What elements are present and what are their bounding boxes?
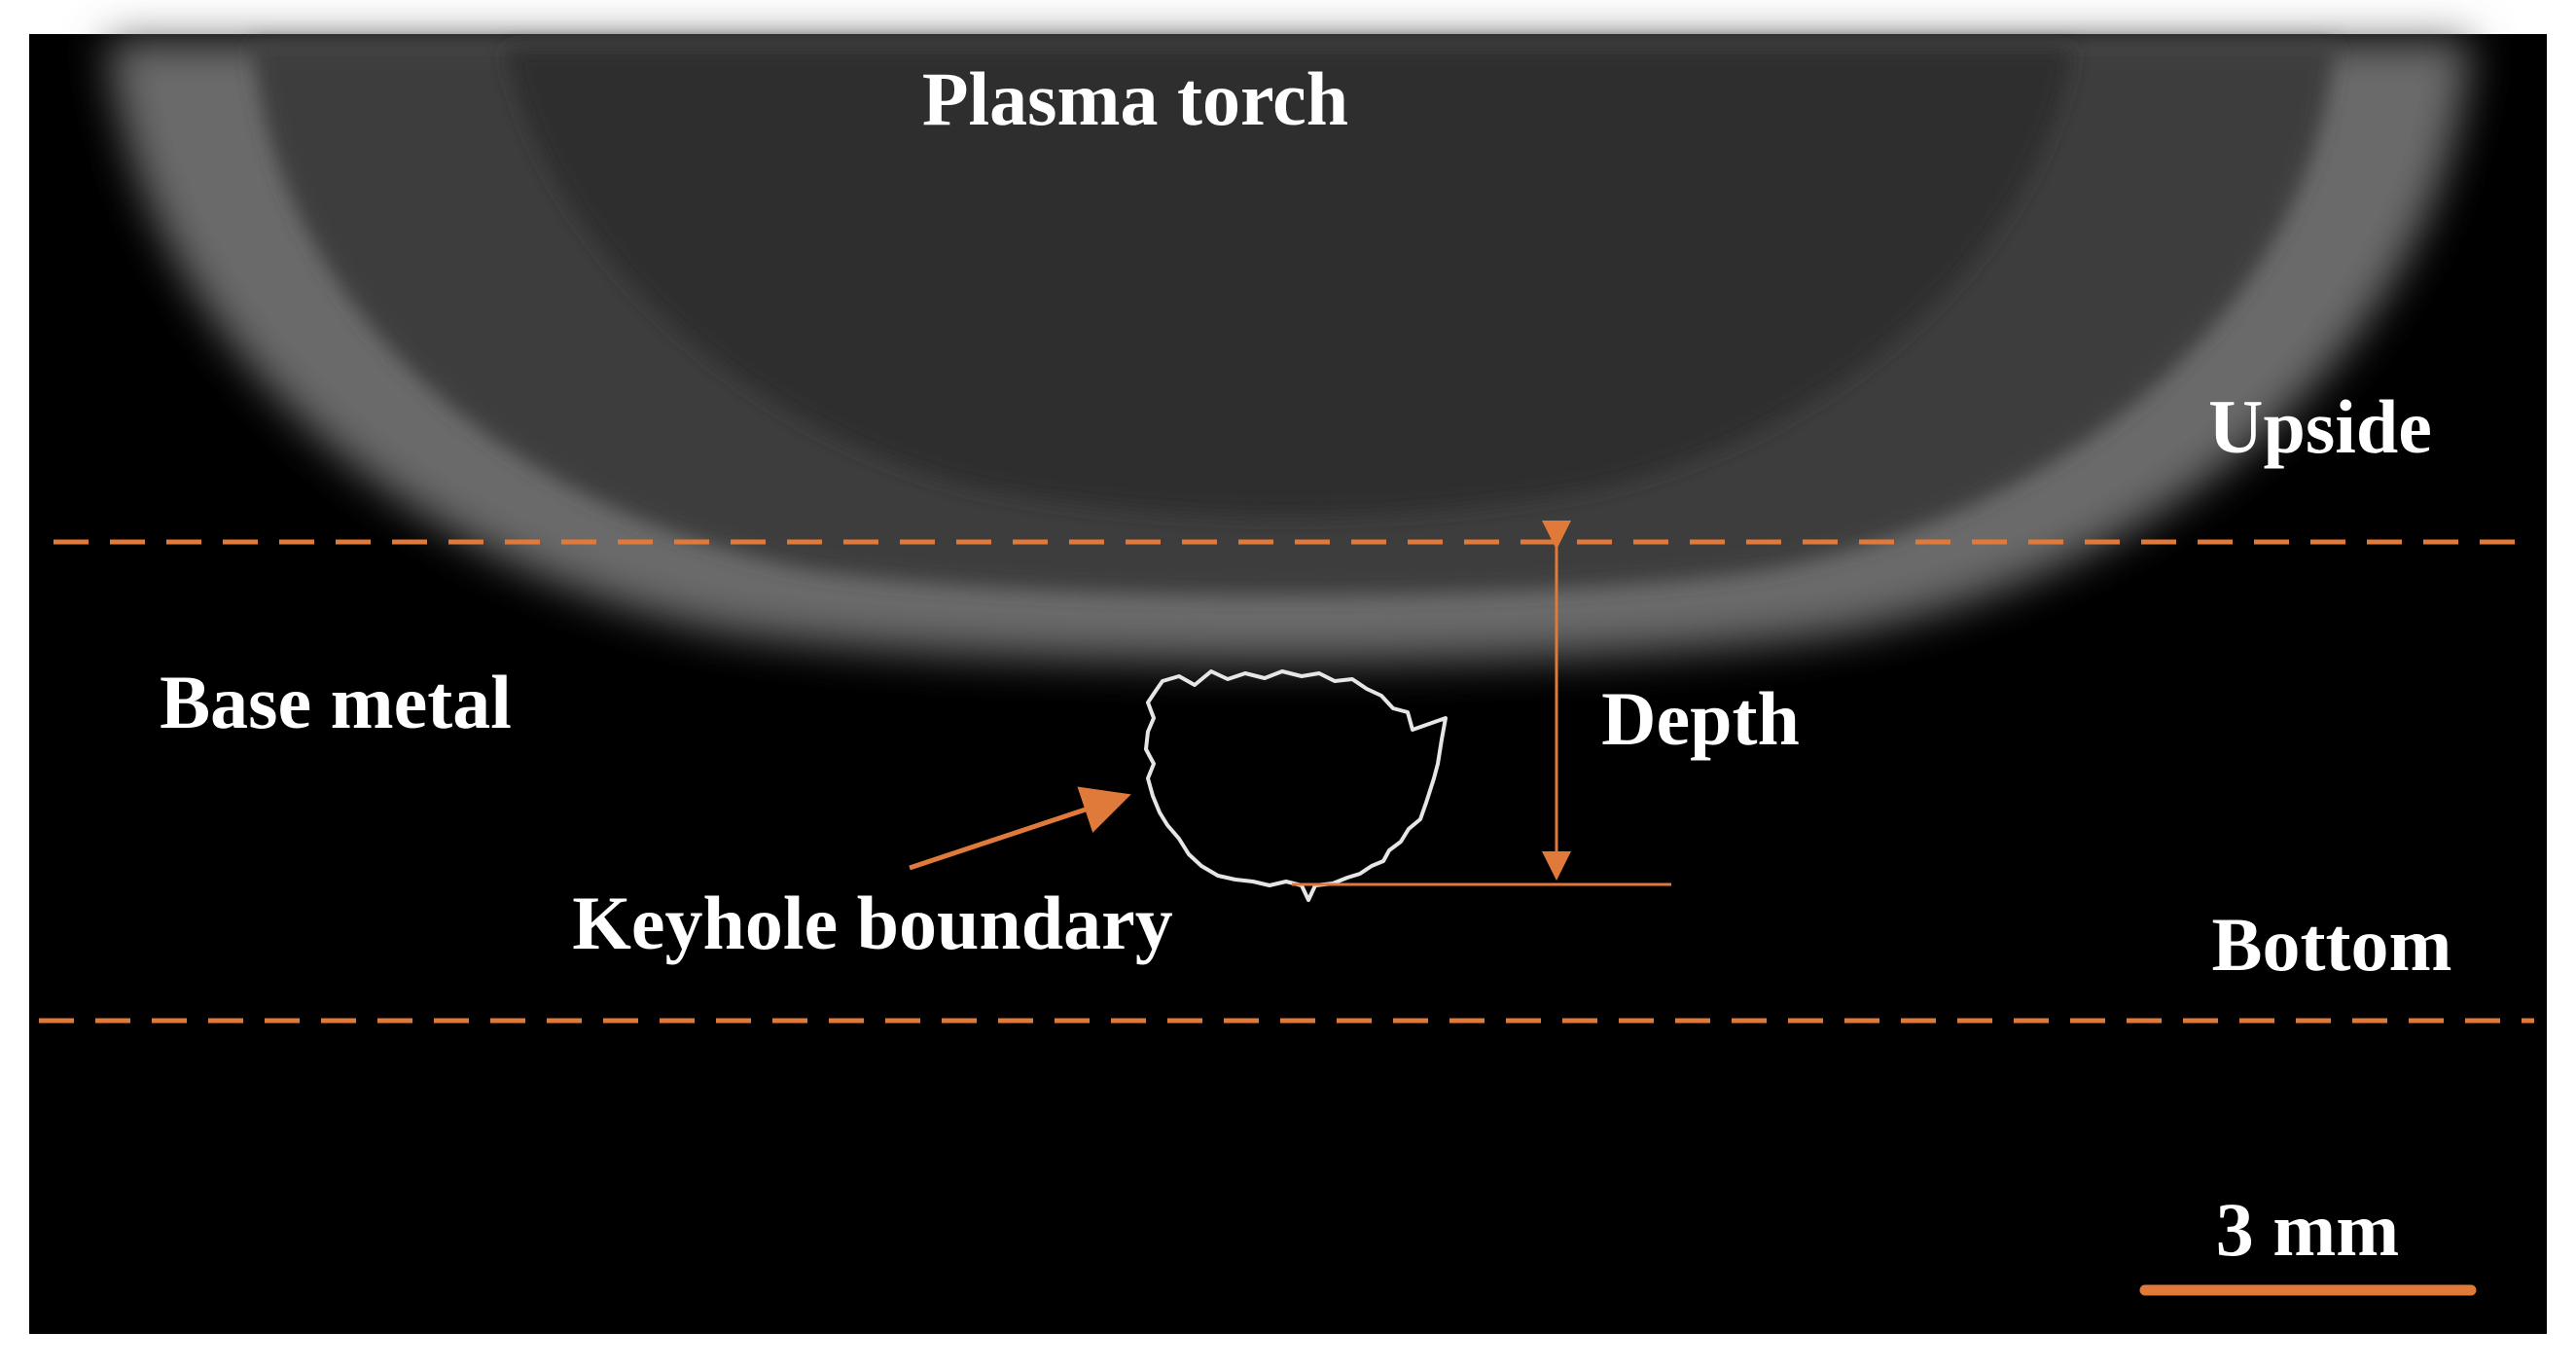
keyhole-boundary-outline	[1144, 669, 1448, 902]
label-plasma-torch: Plasma torch	[922, 56, 1348, 141]
label-depth: Depth	[1601, 676, 1800, 761]
keyhole-pointer-arrow	[909, 786, 1131, 871]
label-bottom: Bottom	[2212, 902, 2452, 987]
label-keyhole-boundary: Keyhole boundary	[572, 881, 1173, 965]
plasma-torch-glow	[107, 39, 2471, 662]
scale-bar-label: 3 mm	[2216, 1187, 2399, 1272]
label-upside: Upside	[2208, 384, 2432, 469]
label-base-metal: Base metal	[160, 660, 512, 744]
